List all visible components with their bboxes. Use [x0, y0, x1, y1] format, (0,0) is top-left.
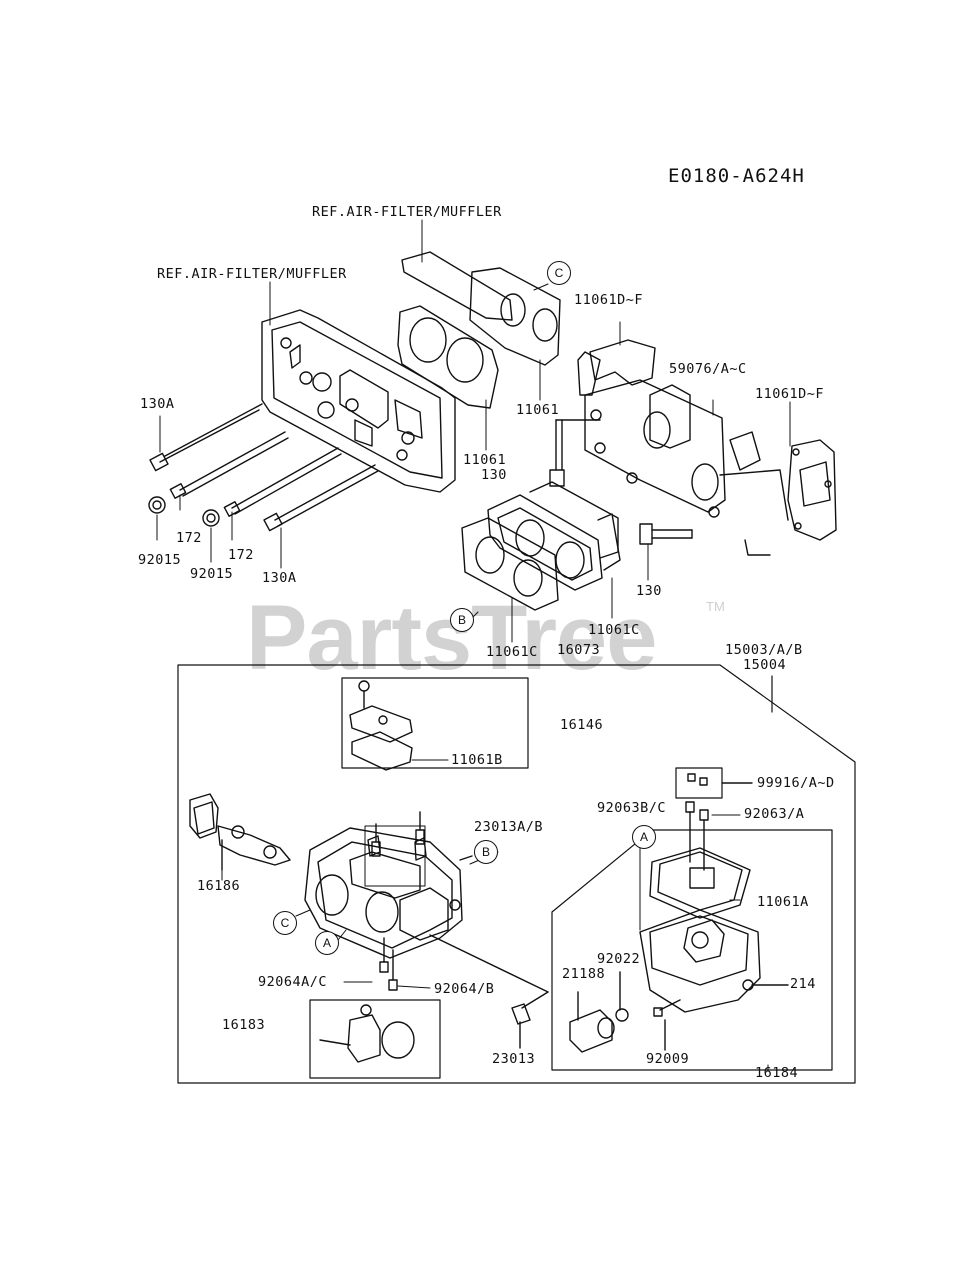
label-part-23013A-B[interactable]: 23013A/B — [474, 819, 544, 835]
label-part-16146[interactable]: 16146 — [560, 717, 604, 733]
callout-A-float: A — [632, 825, 656, 849]
label-part-11061A[interactable]: 11061A — [757, 894, 809, 910]
label-part-16183[interactable]: 16183 — [222, 1017, 266, 1033]
pilot-screw-drawing — [511, 991, 549, 1049]
intake-flange-drawing — [261, 309, 456, 493]
bolt-130-drawing — [549, 419, 693, 545]
label-part-92015-right[interactable]: 92015 — [190, 566, 234, 582]
label-part-59076[interactable]: 59076/A~C — [669, 361, 747, 377]
label-part-11061D-F-right[interactable]: 11061D~F — [755, 386, 825, 402]
label-part-214[interactable]: 214 — [790, 976, 816, 992]
gasket-ref-drawing — [401, 251, 561, 366]
float-needle-drawing — [685, 773, 753, 871]
label-part-16073[interactable]: 16073 — [557, 642, 601, 658]
label-part-130A-top[interactable]: 130A — [140, 396, 175, 412]
label-part-172-right[interactable]: 172 — [228, 547, 254, 563]
label-part-92064-B[interactable]: 92064/B — [434, 981, 495, 997]
label-part-16184[interactable]: 16184 — [755, 1065, 799, 1081]
choke-plate-drawing — [349, 680, 413, 771]
label-part-16186[interactable]: 16186 — [197, 878, 241, 894]
label-part-15004[interactable]: 15004 — [743, 657, 787, 673]
label-part-11061C-right[interactable]: 11061C — [588, 622, 640, 638]
callout-B-body: B — [474, 840, 498, 864]
float-gasket-drawing — [649, 847, 751, 919]
main-jets-drawing — [379, 934, 549, 993]
label-part-92009[interactable]: 92009 — [646, 1051, 690, 1067]
label-part-92064A-C[interactable]: 92064A/C — [258, 974, 328, 990]
label-part-99916[interactable]: 99916/A~D — [757, 775, 835, 791]
choke-lever-drawing — [189, 793, 291, 871]
label-part-92015-left[interactable]: 92015 — [138, 552, 182, 568]
drain-screw-drawing — [653, 999, 681, 1051]
label-part-172-left[interactable]: 172 — [176, 530, 202, 546]
bolts-drawing — [148, 403, 379, 532]
label-part-11061D-F-top[interactable]: 11061D~F — [574, 292, 644, 308]
gasket-right-drawing — [787, 439, 837, 541]
callout-B-gasket: B — [450, 608, 474, 632]
leader-lines-upper — [156, 219, 791, 643]
label-part-92063B-C[interactable]: 92063B/C — [597, 800, 667, 816]
solenoid-16183-drawing — [319, 1004, 415, 1063]
fuel-solenoid-drawing — [569, 971, 629, 1053]
label-ref-air-filter-upper[interactable]: REF.AIR-FILTER/MUFFLER — [312, 204, 502, 220]
callout-C-gasket: C — [547, 261, 571, 285]
watermark-trademark: TM — [706, 599, 725, 614]
gasket-upper-drawing — [397, 305, 499, 409]
label-part-11061B[interactable]: 11061B — [451, 752, 503, 768]
label-part-11061-upper[interactable]: 11061 — [516, 402, 560, 418]
intake-manifold-drawing — [577, 339, 789, 556]
callout-C-body: C — [273, 911, 297, 935]
label-part-15003[interactable]: 15003/A/B — [725, 642, 803, 658]
label-part-130A-bottom[interactable]: 130A — [262, 570, 297, 586]
label-part-11061C-left[interactable]: 11061C — [486, 644, 538, 660]
callout-A-body: A — [315, 931, 339, 955]
label-part-11061-mid[interactable]: 11061 — [463, 452, 507, 468]
diagram-code: E0180-A624H — [668, 165, 805, 187]
watermark: PartsTree — [246, 587, 657, 689]
gasket-11061C-drawing — [461, 517, 559, 611]
label-part-92063-A[interactable]: 92063/A — [744, 806, 805, 822]
label-ref-air-filter-lower[interactable]: REF.AIR-FILTER/MUFFLER — [157, 266, 347, 282]
label-part-21188[interactable]: 21188 — [562, 966, 606, 982]
carburetor-body-drawing — [304, 811, 473, 959]
label-part-130-right[interactable]: 130 — [636, 583, 662, 599]
label-part-23013[interactable]: 23013 — [492, 1051, 536, 1067]
label-part-92022[interactable]: 92022 — [597, 951, 641, 967]
label-part-130-mid[interactable]: 130 — [481, 467, 507, 483]
spacer-16073-drawing — [487, 481, 621, 591]
float-chamber-drawing — [639, 909, 789, 1013]
